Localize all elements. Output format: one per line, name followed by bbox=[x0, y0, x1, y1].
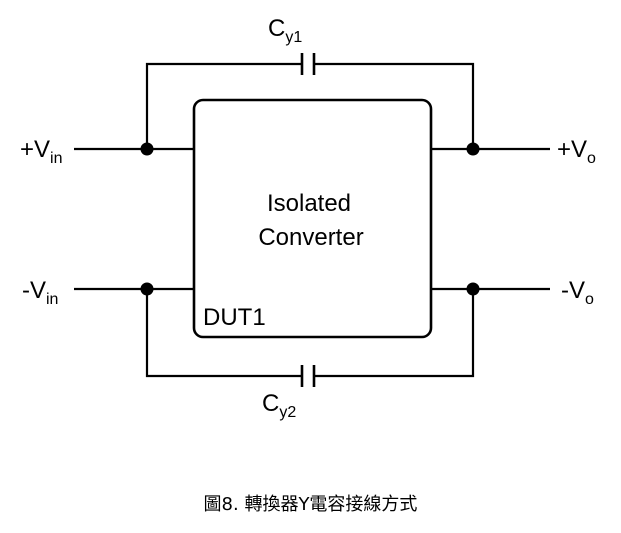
converter-box bbox=[192, 98, 433, 339]
label-vo-neg: -Vo bbox=[561, 277, 594, 308]
wire-top-loop-right bbox=[314, 62, 475, 149]
wire-bottom-loop-right bbox=[314, 289, 475, 378]
label-vin-pos: +Vin bbox=[20, 136, 62, 167]
box-text-converter: Converter bbox=[258, 224, 363, 251]
junction-dot-top-left bbox=[140, 142, 154, 156]
junction-dot-bottom-left bbox=[140, 282, 154, 296]
figure-caption: 圖8. 轉換器Y電容接線方式 bbox=[203, 494, 418, 515]
box-tag-dut1: DUT1 bbox=[203, 304, 266, 331]
label-vo-pos: +Vo bbox=[557, 136, 596, 167]
box-text-isolated: Isolated bbox=[267, 190, 351, 217]
wire-top-loop-left bbox=[145, 62, 302, 149]
label-vin-neg: -Vin bbox=[22, 277, 58, 308]
wire-bottom-loop-left bbox=[145, 289, 302, 378]
label-cy1: Cy1 bbox=[268, 15, 302, 46]
junction-dot-bottom-right bbox=[466, 282, 480, 296]
junction-dot-top-right bbox=[466, 142, 480, 156]
label-cy2: Cy2 bbox=[262, 390, 296, 421]
